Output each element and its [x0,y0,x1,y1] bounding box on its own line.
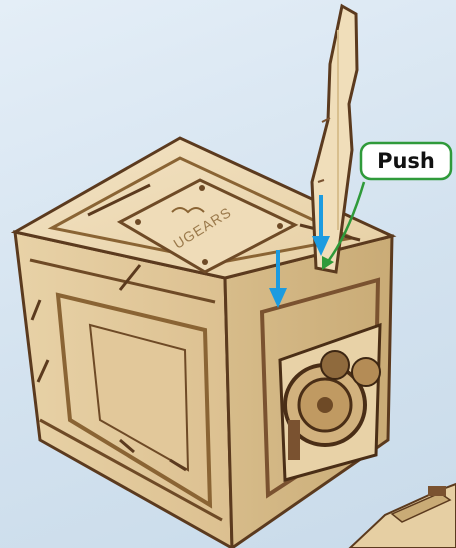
push-callout-label: Push [361,143,451,179]
cube-left-face [15,232,232,548]
second-box-corner [350,484,456,548]
